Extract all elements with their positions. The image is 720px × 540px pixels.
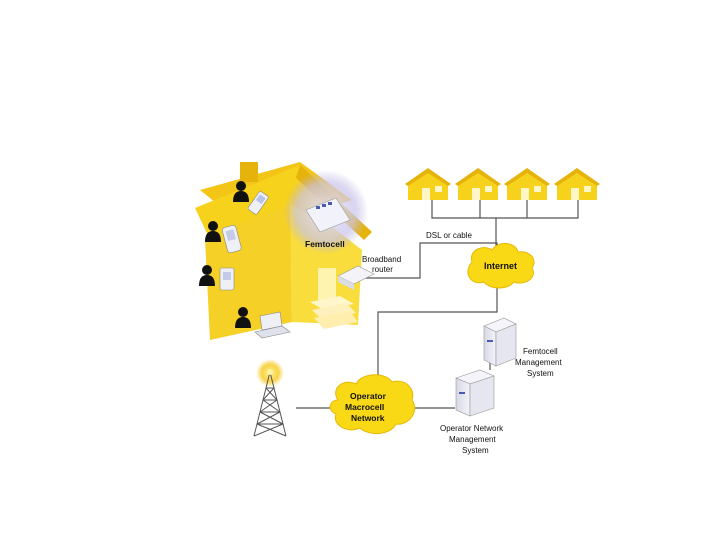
operator-macrocell-label-line2: Macrocell bbox=[345, 402, 384, 412]
internet-label: Internet bbox=[484, 261, 517, 271]
tower-beacon bbox=[267, 369, 273, 375]
broadband-router-label-line2: router bbox=[372, 265, 393, 274]
operator-network-mgmt-label-line2: Management bbox=[449, 435, 496, 444]
operator-network-server-icon bbox=[456, 370, 494, 416]
operator-network-mgmt-label-line1: Operator Network bbox=[440, 424, 504, 433]
dsl-or-cable-label: DSL or cable bbox=[426, 231, 473, 240]
operator-network-mgmt-label-line3: System bbox=[462, 446, 489, 455]
neighbor-houses bbox=[405, 168, 600, 200]
small-house-1 bbox=[405, 168, 451, 200]
small-house-3 bbox=[504, 168, 550, 200]
operator-macrocell-label-line1: Operator bbox=[350, 391, 387, 401]
small-house-2 bbox=[455, 168, 501, 200]
operator-macrocell-label-line3: Network bbox=[351, 413, 385, 423]
femtocell-mgmt-label-line3: System bbox=[527, 369, 554, 378]
mobile-icon bbox=[220, 268, 234, 290]
broadband-router-label-line1: Broadband bbox=[362, 255, 401, 264]
femtocell-mgmt-label-line2: Management bbox=[515, 358, 562, 367]
small-house-4 bbox=[554, 168, 600, 200]
femtocell-label: Femtocell bbox=[305, 239, 345, 249]
femtocell-management-server-icon bbox=[484, 318, 516, 366]
femtocell-mgmt-label-line1: Femtocell bbox=[523, 347, 558, 356]
